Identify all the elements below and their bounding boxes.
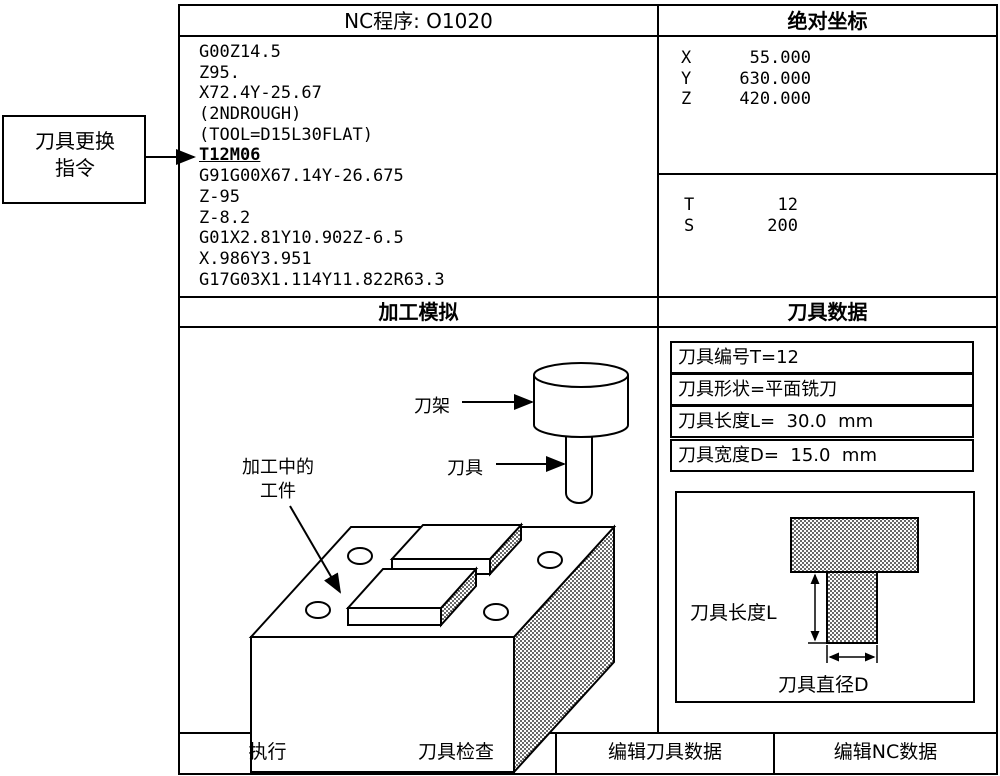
- tool-length-diagram-label: 刀具长度L: [690, 602, 777, 624]
- nc-line[interactable]: X.986Y3.951: [199, 248, 312, 269]
- tool-shape-row: 刀具形状=平面铣刀: [670, 373, 974, 406]
- coord-axis: Z: [681, 89, 692, 110]
- coord-row: Y 630.000: [681, 69, 811, 90]
- nc-line[interactable]: Z95.: [199, 62, 240, 83]
- tool-number-row: 刀具编号T=12: [670, 341, 974, 374]
- nc-line[interactable]: G00Z14.5: [199, 42, 281, 62]
- edit-tool-data-button[interactable]: 编辑刀具数据: [607, 741, 722, 763]
- simulation-title: 加工模拟: [378, 300, 459, 324]
- coord-value: 55.000: [749, 48, 811, 68]
- callout-line-1: 刀具更换: [35, 129, 115, 153]
- coord-row: X 55.000: [681, 48, 811, 69]
- tool-check-button[interactable]: 刀具检查: [417, 741, 494, 763]
- tool-speed-row: S 200: [684, 216, 798, 237]
- tool-speed-key: T: [684, 195, 695, 215]
- tool-length-row: 刀具长度L= 30.0 mm: [670, 405, 974, 438]
- nc-line[interactable]: G17G03X1.114Y11.822R63.3: [199, 269, 445, 290]
- callout-line-2: 指令: [55, 156, 95, 180]
- nc-line[interactable]: X72.4Y-25.67: [199, 83, 322, 104]
- workpiece-label: 加工中的 工件: [228, 456, 328, 504]
- nc-line[interactable]: G91G00X67.14Y-26.675: [199, 166, 404, 187]
- nc-line[interactable]: (2NDROUGH): [199, 104, 302, 125]
- edit-nc-data-button[interactable]: 编辑NC数据: [833, 741, 938, 763]
- tool-speed-value: 12: [777, 195, 798, 215]
- tool-speed-value: 200: [767, 215, 798, 236]
- nc-line[interactable]: (TOOL=D15L30FLAT): [199, 124, 373, 145]
- workpiece-label-line-2: 工件: [260, 481, 296, 502]
- nc-program-title: NC程序: O1020: [344, 9, 493, 33]
- absolute-coords-title: 绝对坐标: [787, 9, 868, 33]
- tool-diameter-diagram-label: 刀具直径D: [778, 674, 869, 696]
- coord-axis: X: [681, 48, 692, 68]
- tool-change-callout: 刀具更换 指令: [3, 128, 147, 182]
- tool-data-title: 刀具数据: [787, 300, 868, 324]
- tool-speed-key: S: [684, 215, 695, 236]
- tool-profile-diagram: [790, 517, 919, 663]
- workpiece-label-line-1: 加工中的: [242, 457, 314, 478]
- tool-label: 刀具: [447, 458, 483, 479]
- coord-row: Z 420.000: [681, 89, 811, 110]
- coord-value: 630.000: [739, 68, 811, 89]
- nc-line-tool-change[interactable]: T12M06: [199, 145, 261, 166]
- nc-line[interactable]: Z-8.2: [199, 207, 251, 228]
- nc-line[interactable]: Z-95: [199, 186, 240, 207]
- execute-button[interactable]: 执行: [248, 741, 287, 763]
- nc-line[interactable]: G01X2.81Y10.902Z-6.5: [199, 228, 404, 249]
- tool-holder-label: 刀架: [414, 396, 450, 417]
- tool-speed-row: T 12: [684, 195, 798, 216]
- coord-axis: Y: [681, 68, 692, 89]
- coord-value: 420.000: [739, 89, 811, 110]
- workpiece-block: [248, 522, 617, 775]
- tool-width-row: 刀具宽度D= 15.0 mm: [670, 439, 974, 472]
- tool-holder-drawing: [533, 362, 629, 504]
